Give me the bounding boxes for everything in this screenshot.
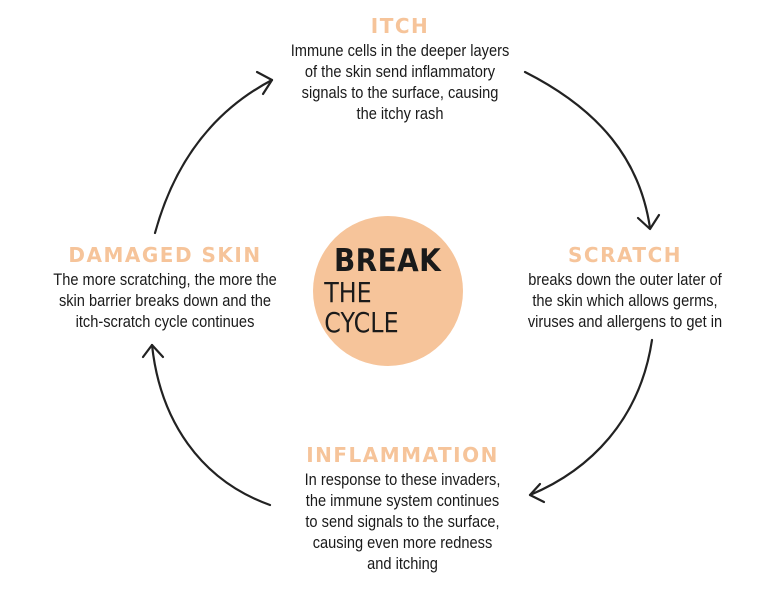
- node-itch: ITCH Immune cells in the deeper layers o…: [230, 14, 570, 124]
- damaged-skin-description: The more scratching, the more the skin b…: [53, 270, 277, 331]
- inflammation-title: INFLAMMATION: [306, 443, 499, 467]
- arrow-inflammation-to-damaged: [150, 343, 272, 507]
- damaged-skin-title: DAMAGED SKIN: [68, 243, 262, 267]
- arrow-scratch-to-inflammation-head: [528, 482, 546, 504]
- arrow-damaged-to-itch: [153, 78, 274, 235]
- arrow-scratch-to-inflammation: [528, 338, 654, 497]
- node-inflammation: INFLAMMATION In response to these invade…: [240, 443, 565, 574]
- center-title-line1: BREAK: [334, 243, 442, 279]
- scratch-description: breaks down the outer later of the skin …: [527, 270, 723, 331]
- center-title-line2: THE CYCLE: [324, 276, 399, 339]
- arrow-itch-to-scratch-head: [636, 213, 661, 231]
- break-the-cycle-circle: BREAK THE CYCLE: [313, 216, 463, 366]
- arrow-itch-to-scratch: [523, 70, 652, 230]
- arrow-damaged-to-itch-head: [255, 70, 274, 96]
- scratch-title: SCRATCH: [568, 243, 682, 267]
- arrow-inflammation-to-damaged-head: [141, 343, 165, 359]
- node-scratch: SCRATCH breaks down the outer later of t…: [490, 243, 760, 332]
- itch-description: Immune cells in the deeper layers of the…: [290, 41, 510, 123]
- itch-title: ITCH: [370, 14, 430, 38]
- node-damaged-skin: DAMAGED SKIN The more scratching, the mo…: [10, 243, 320, 332]
- inflammation-description: In response to these invaders, the immun…: [304, 470, 501, 573]
